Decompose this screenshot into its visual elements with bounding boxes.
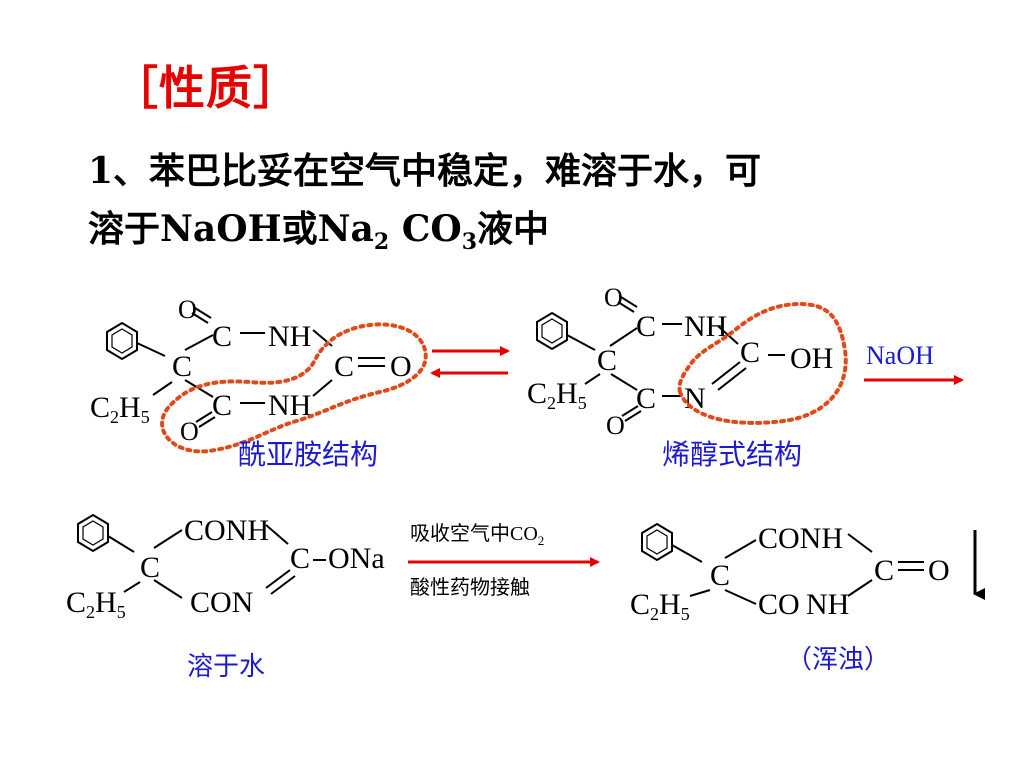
page-title: ［性质］ [112, 61, 300, 115]
s4-o-right: O [928, 554, 950, 587]
s3-conh: CONH [184, 514, 269, 547]
s1-o-top: O [178, 295, 197, 324]
s1-ethyl: C2H5 [90, 391, 150, 427]
s2-nh-top: NH [684, 310, 727, 343]
s2-o-bottom: O [606, 411, 625, 440]
statement-subscript-2: 2 [373, 229, 390, 256]
statement-subscript-3: 3 [461, 229, 478, 256]
caption-turbid: （浑浊） [786, 645, 890, 674]
s4-conh: CONH [758, 522, 843, 555]
s1-c-center: C [172, 350, 192, 383]
s3-con: CON [190, 586, 253, 619]
reagent-acidic-drug: 酸性药物接触 [410, 576, 530, 599]
benzene-ring-icon [106, 321, 138, 361]
s4-c-right: C [874, 554, 894, 587]
caption-imide: 酰亚胺结构 [238, 439, 378, 471]
statement-text-c: 液中 [477, 208, 550, 250]
s2-c-bottom: C [636, 382, 656, 415]
s4-co: CO [758, 588, 800, 621]
imide-highlight-outline [160, 322, 428, 454]
s4-nh: NH [806, 588, 849, 621]
s4-c-center: C [710, 559, 730, 592]
s2-ethyl: C2H5 [527, 377, 587, 413]
s1-c-right: C [334, 350, 354, 383]
s1-o-bottom: O [180, 417, 199, 446]
s2-c-right: C [740, 336, 760, 369]
s3-c-center: C [140, 551, 160, 584]
s3-ethyl: C2H5 [66, 586, 126, 622]
s1-nh-top: NH [268, 320, 311, 353]
s2-c-top: C [636, 310, 656, 343]
structure-sodium-salt: C CONH C ONa C2H5 CON [66, 513, 385, 622]
statement-text-a: 溶于NaOH或Na [88, 208, 374, 250]
structure-precipitate: C CONH C O C2H5 CO NH [630, 522, 950, 624]
s2-o-top: O [604, 283, 623, 312]
enol-highlight-outline [677, 301, 848, 425]
statement-text-b: CO [389, 208, 462, 250]
s1-c-top: C [212, 320, 232, 353]
s2-oh: OH [790, 342, 833, 375]
statement-line-2: 溶于NaOH或Na2 CO3液中 [88, 200, 549, 255]
reagent-naoh: NaOH [866, 341, 934, 370]
benzene-ring-icon [77, 513, 109, 553]
s1-c-bottom: C [212, 389, 232, 422]
structure-enol: C O C NH C OH C2H5 C N O [527, 283, 848, 440]
benzene-ring-icon [641, 522, 673, 562]
s3-ona: ONa [328, 542, 385, 575]
s4-ethyl: C2H5 [630, 588, 690, 624]
reagent-co2: 吸收空气中CO2 [410, 522, 544, 548]
s1-o-right: O [390, 350, 412, 383]
caption-dissolves-in-water: 溶于水 [187, 652, 265, 681]
s3-c-right: C [290, 542, 310, 575]
caption-enol: 烯醇式结构 [662, 439, 802, 471]
benzene-ring-icon [536, 311, 568, 351]
statement-line-1: 1、苯巴比妥在空气中稳定，难溶于水，可 [88, 150, 762, 192]
s2-c-center: C [597, 344, 617, 377]
structure-imide: C O C NH C O C2H5 C NH O [90, 295, 428, 454]
